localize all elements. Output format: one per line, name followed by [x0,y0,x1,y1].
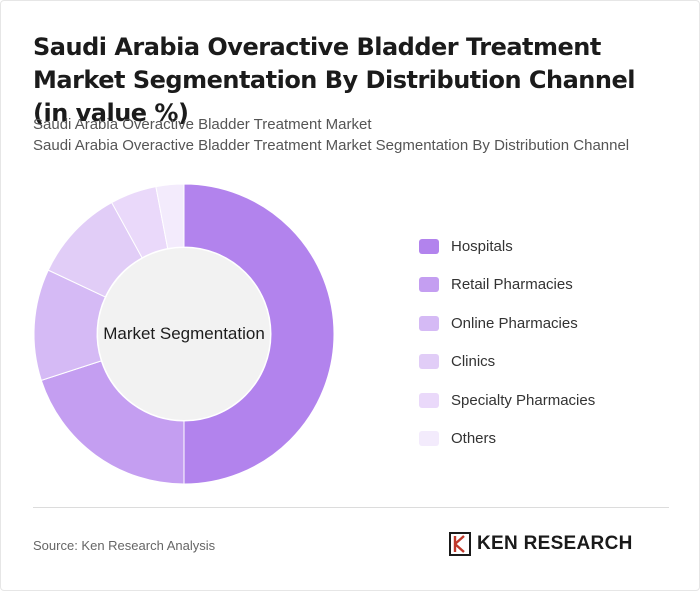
legend-label: Online Pharmacies [451,314,578,332]
donut-chart: Market Segmentation [29,179,339,489]
legend-item: Clinics [419,343,679,382]
legend-label: Hospitals [451,237,513,255]
donut-chart-svg [33,183,335,485]
source-note: Source: Ken Research Analysis [33,538,216,553]
legend-item: Others [419,420,679,459]
ken-research-logo: KEN RESEARCH [449,531,633,557]
legend-label: Others [451,430,497,448]
subtitle-line: Saudi Arabia Overactive Bladder Treatmen… [33,116,372,133]
chart-subtitle: Saudi Arabia Overactive Bladder Treatmen… [33,114,673,156]
legend-swatch [419,354,439,370]
legend-swatch [419,431,439,447]
donut-slice-others [155,183,185,250]
legend-swatch [419,277,439,293]
legend-item: Specialty Pharmacies [419,381,679,420]
chart-title: Saudi Arabia Overactive Bladder Treatmen… [33,33,635,127]
legend-label: Retail Pharmacies [451,276,573,294]
legend-item: Hospitals [419,227,679,266]
legend-swatch [419,392,439,408]
legend-label: Clinics [451,353,496,371]
k-monogram-icon [449,532,471,556]
legend-item: Retail Pharmacies [419,266,679,305]
legend-swatch [419,238,439,254]
donut-slice-hospitals [183,183,335,485]
footer-divider [33,507,669,508]
legend-label: Specialty Pharmacies [451,391,596,409]
legend-item: Online Pharmacies [419,304,679,343]
logo-text: KEN RESEARCH [477,533,633,554]
legend-swatch [419,315,439,331]
donut-hole [98,248,270,420]
subtitle-line: Saudi Arabia Overactive Bladder Treatmen… [33,137,630,154]
